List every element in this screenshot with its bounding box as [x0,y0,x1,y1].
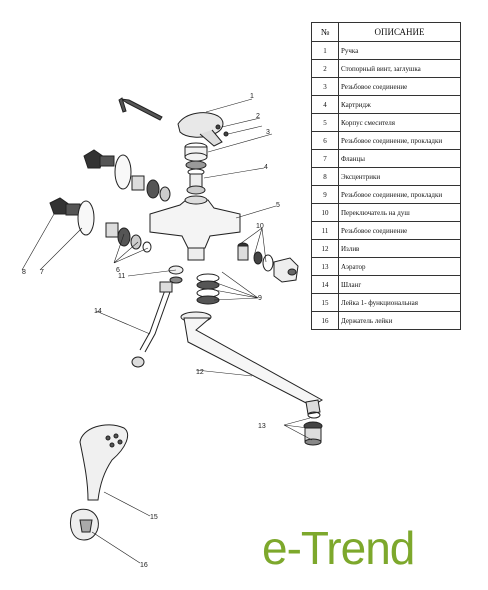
callout-5: 5 [276,202,280,209]
row-number: 12 [311,239,339,258]
callout-7: 7 [40,269,44,276]
row-description: Эксцентрики [338,167,461,186]
row-description: Резьбовое соединение [338,77,461,96]
callout-2: 2 [256,113,260,120]
row-description: Резьбовое соединение, прокладки [338,185,461,204]
row-number: 9 [311,185,339,204]
row-number: 13 [311,257,339,276]
callout-12: 12 [196,369,204,376]
callout-9: 9 [258,295,262,302]
row-description: Резьбовое соединение [338,221,461,240]
row-number: 4 [311,95,339,114]
row-description: Шланг [338,275,461,294]
row-description: Переключатель на душ [338,203,461,222]
row-number: 14 [311,275,339,294]
row-number: 5 [311,113,339,132]
shower-head [79,424,128,501]
callout-16: 16 [140,562,148,569]
row-description: Корпус смесителя [338,113,461,132]
row-number: 2 [311,59,339,78]
callout-10: 10 [256,223,264,230]
spout [183,317,323,407]
row-number: 3 [311,77,339,96]
row-description: Держатель лейки [338,311,461,330]
row-number: 10 [311,203,339,222]
row-description: Лейка 1- функциональная [338,293,461,312]
mixer-body [149,199,241,249]
shower-hose [139,289,171,353]
callout-1: 1 [250,93,254,100]
row-number: 11 [311,221,339,240]
row-description: Картридж [338,95,461,114]
callout-14: 14 [94,308,102,315]
row-description: Ручка [338,41,461,60]
row-description: Излив [338,239,461,258]
callout-15: 15 [150,514,158,521]
row-number: 15 [311,293,339,312]
callout-3: 3 [266,129,270,136]
handle [177,112,224,138]
callout-8: 8 [22,269,26,276]
column-header-num: № [311,22,339,42]
row-description: Стопорный винт, заглушка [338,59,461,78]
callout-11: 11 [118,273,125,280]
row-number: 6 [311,131,339,150]
row-number: 16 [311,311,339,330]
row-description: Резьбовое соединение, прокладки [338,131,461,150]
callout-13: 13 [258,423,266,430]
column-header-description: ОПИСАНИЕ [338,22,461,42]
row-description: Аэратор [338,257,461,276]
callout-6: 6 [116,267,120,274]
brand-logo: e-Trend [262,522,415,574]
table-header-row: № ОПИСАНИЕ [311,22,461,42]
hex-key [120,98,163,121]
row-description: Фланцы [338,149,461,168]
callout-4: 4 [264,164,268,171]
row-number: 1 [311,41,339,60]
row-number: 7 [311,149,339,168]
row-number: 8 [311,167,339,186]
